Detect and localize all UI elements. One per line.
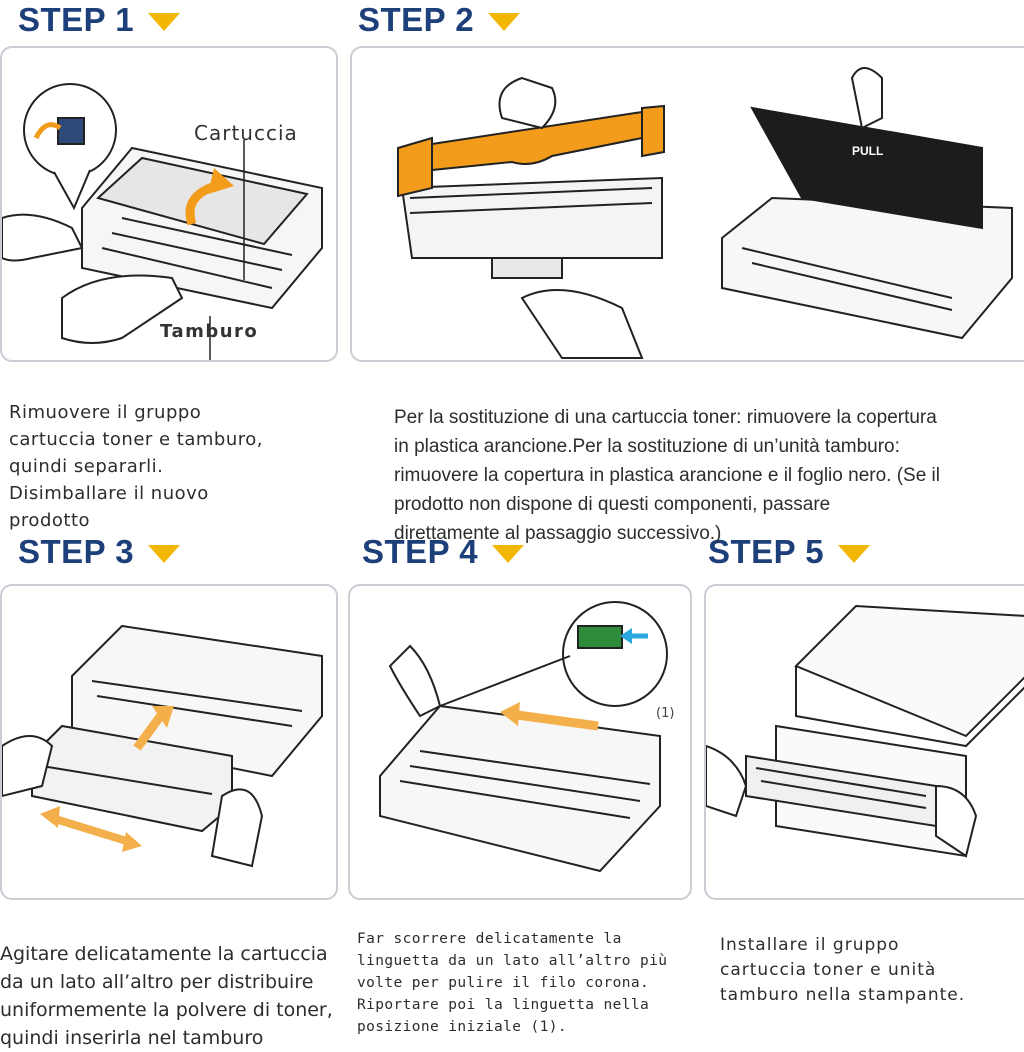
step-4-illustration: (1) <box>348 584 692 900</box>
toner-insertion-illustration <box>2 624 323 868</box>
step-3-title: STEP 3 <box>18 532 181 572</box>
step-2-title: STEP 2 <box>358 0 521 40</box>
step-4-title-text: STEP 4 <box>362 533 479 570</box>
step-4-description: Far scorrere delicatamente la linguetta … <box>357 906 697 1038</box>
position-callout-label: (1) <box>656 706 675 721</box>
step-5-title-text: STEP 5 <box>708 533 825 570</box>
step-4-title: STEP 4 <box>362 532 525 572</box>
step-5-description-text: Installare il gruppo cartuccia toner e u… <box>720 935 966 1005</box>
step-5-illustration <box>704 584 1024 900</box>
step-5-title: STEP 5 <box>708 532 871 572</box>
step-1-illustration: Cartuccia Tamburo <box>0 46 338 362</box>
step-3-description: Agitare delicatamente la cartuccia da un… <box>0 912 345 1052</box>
step-1-title: STEP 1 <box>18 0 181 40</box>
step-3-description-text: Agitare delicatamente la cartuccia da un… <box>0 943 333 1049</box>
cartridge-label: Cartuccia <box>194 121 298 145</box>
step-2-description: Per la sostituzione di una cartuccia ton… <box>394 374 1024 548</box>
step-4-description-text: Far scorrere delicatamente la linguetta … <box>357 931 668 1035</box>
corona-wire-cleaning-illustration <box>379 601 668 873</box>
step-3-title-text: STEP 3 <box>18 533 135 570</box>
step-1-description: Rimuovere il gruppo cartuccia toner e ta… <box>9 372 329 534</box>
triangle-down-icon <box>148 545 181 563</box>
triangle-down-icon <box>838 545 871 563</box>
printer-installation-illustration <box>706 604 1024 858</box>
step-2-description-text: Per la sostituzione di una cartuccia ton… <box>394 407 940 544</box>
pull-label: PULL <box>852 144 884 158</box>
step-5-description: Installare il gruppo cartuccia toner e u… <box>720 908 1020 1008</box>
toner-drum-illustration <box>2 83 323 360</box>
step-2-illustration: PULL <box>350 46 1024 362</box>
step-1-description-text: Rimuovere il gruppo cartuccia toner e ta… <box>9 402 264 531</box>
orange-cover-removal-illustration <box>397 67 1013 359</box>
triangle-down-icon <box>492 545 525 563</box>
step-1-title-text: STEP 1 <box>18 1 135 38</box>
step-2-title-text: STEP 2 <box>358 1 475 38</box>
drum-label: Tamburo <box>160 321 259 342</box>
triangle-down-icon <box>148 13 181 31</box>
step-3-illustration <box>0 584 338 900</box>
triangle-down-icon <box>488 13 521 31</box>
